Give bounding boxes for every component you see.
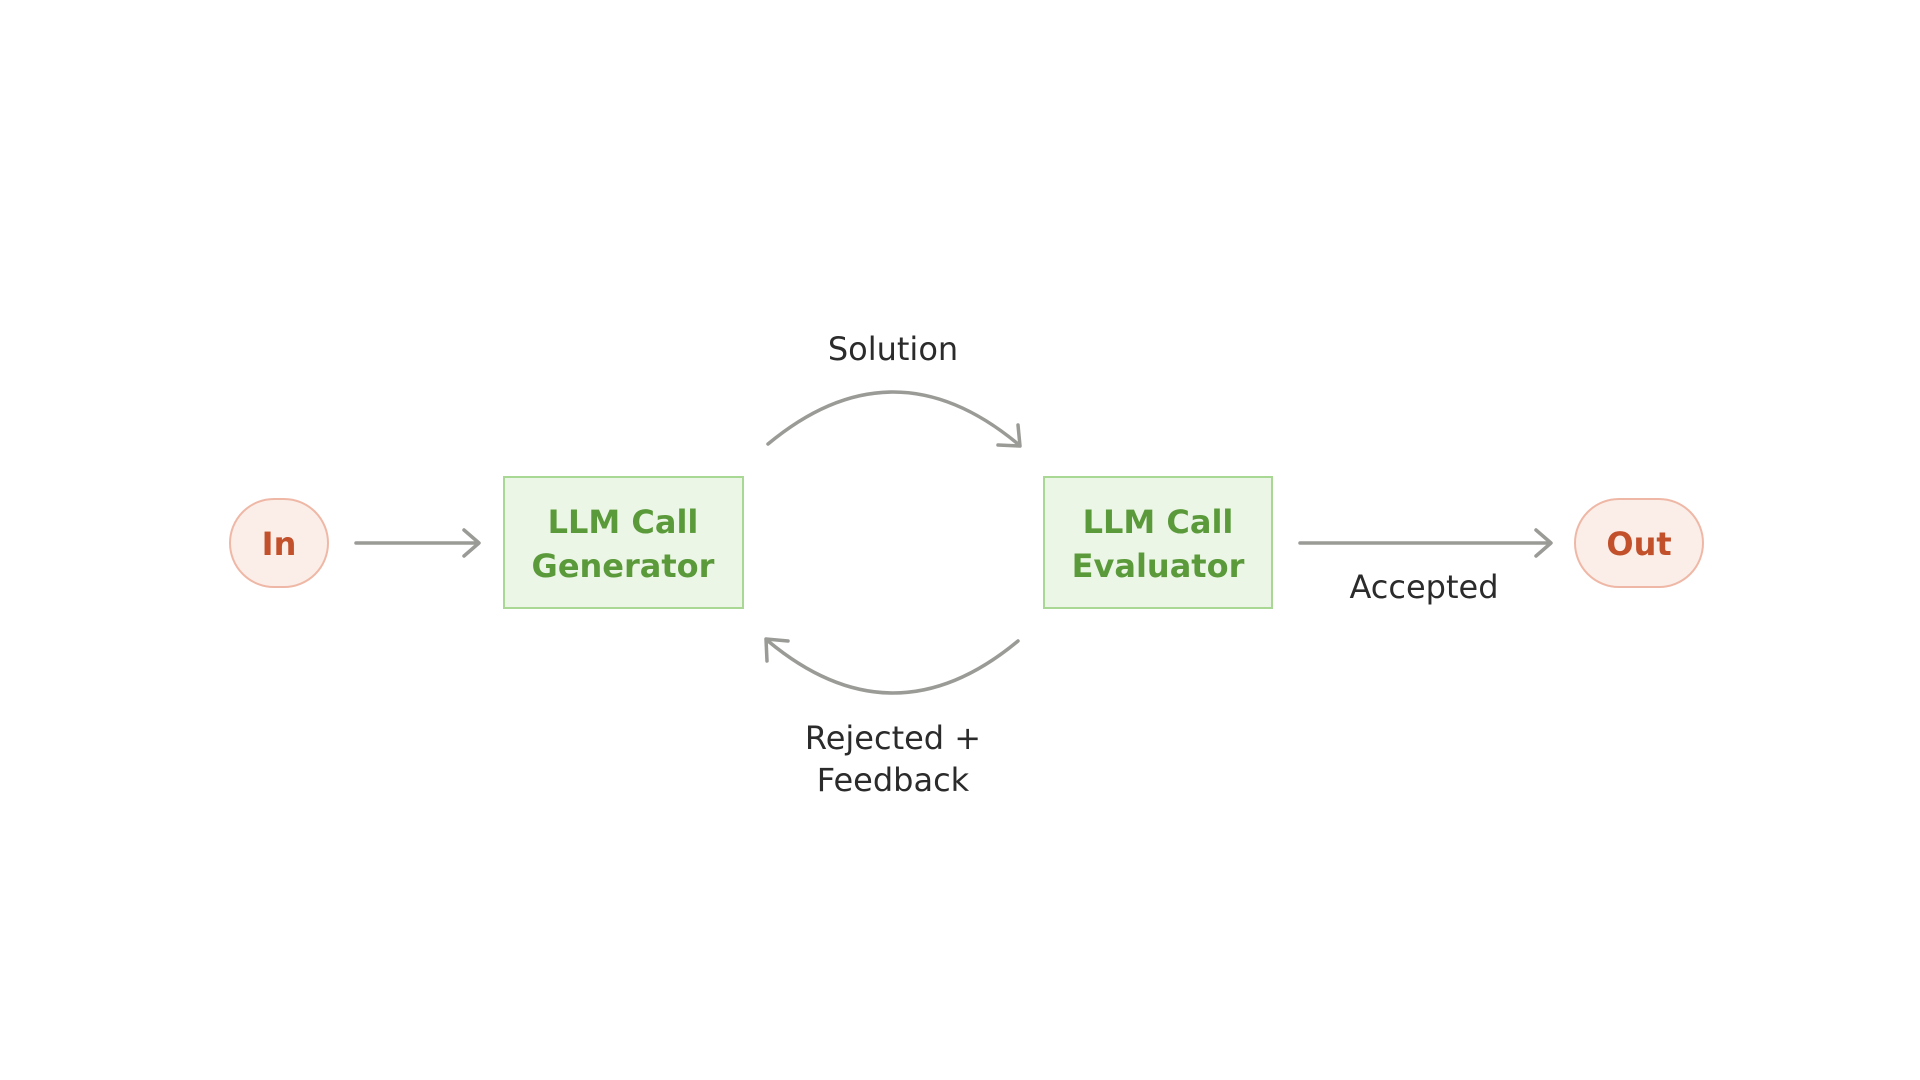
evaluator-node-shape [1043,476,1273,609]
solution-edge-label: Solution [828,330,958,368]
solution-arrowhead [996,423,1022,448]
accepted-edge-label: Accepted [1349,568,1498,606]
evaluator-node-title: LLM Call [1083,503,1234,541]
feedback-edge-label: Feedback [817,761,970,799]
input-to-generator-arrow [354,528,481,558]
input-to-generator-arrowhead [462,528,481,558]
solution-arrow [766,390,1022,448]
input-node: In [229,498,329,588]
output-node-shape [1574,498,1704,588]
input-node-label: In [262,525,297,563]
solution-arc [766,390,1020,446]
rejected-arrowhead [764,637,790,663]
output-node: Out [1574,498,1704,588]
evaluator-node: LLM Call Evaluator [1043,476,1273,609]
output-node-label: Out [1606,525,1671,563]
generator-node-shape [503,476,744,609]
generator-node-title: LLM Call [548,503,699,541]
input-node-shape [229,498,329,588]
evaluator-node-subtitle: Evaluator [1072,547,1245,585]
evaluator-to-output-arrow [1298,528,1553,558]
rejected-arc [766,639,1020,695]
generator-node-subtitle: Generator [532,547,715,585]
rejected-arrow [764,637,1020,695]
generator-node: LLM Call Generator [503,476,744,609]
rejected-edge-label: Rejected + [805,719,981,757]
evaluator-to-output-arrowhead [1534,528,1553,558]
